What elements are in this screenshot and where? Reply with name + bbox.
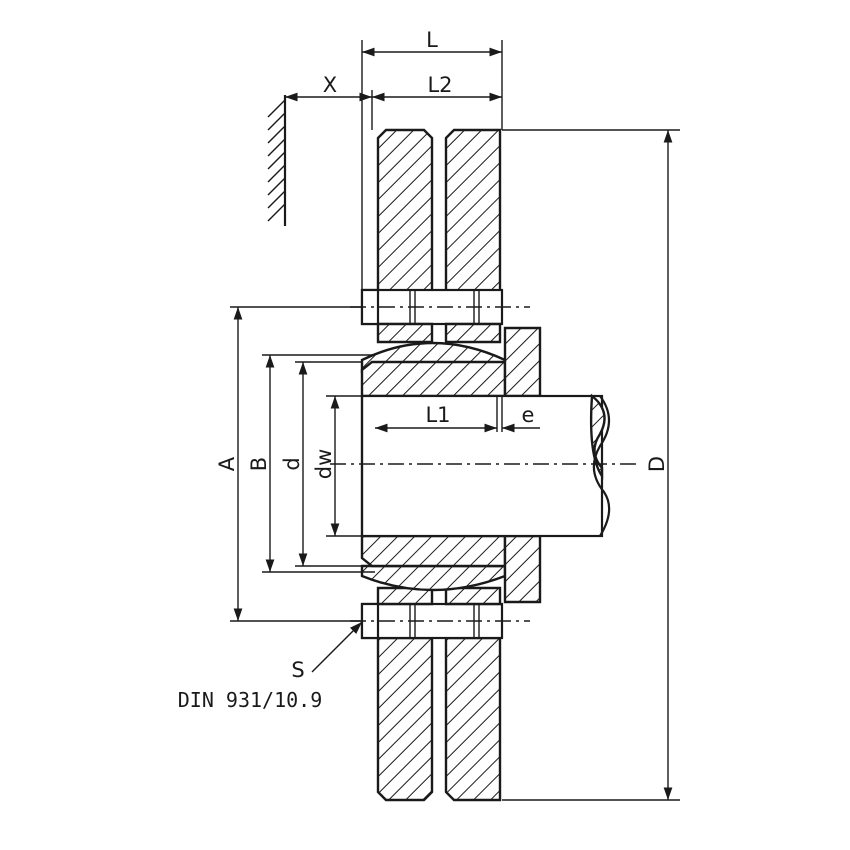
dim-label-X: X — [323, 73, 337, 97]
lower-sprocket-discs — [376, 636, 502, 802]
upper-sprocket-discs — [376, 128, 502, 294]
extension-lines — [230, 40, 680, 801]
lower-friction-ring — [360, 564, 507, 606]
dim-label-D: D — [645, 456, 669, 472]
dim-label-S: S — [291, 658, 304, 682]
dim-label-L2: L2 — [427, 73, 452, 97]
wall — [267, 95, 287, 226]
dim-label-L: L — [426, 28, 438, 52]
dim-label-dw: dw — [312, 449, 336, 480]
dimension-lines — [233, 47, 673, 800]
bolt-spec-label: DIN 931/10.9 — [178, 688, 323, 712]
dim-label-B: B — [247, 457, 271, 471]
dim-label-L1: L1 — [425, 403, 450, 427]
dim-label-d: d — [280, 457, 304, 470]
dim-label-e: e — [522, 403, 535, 427]
shaft — [360, 393, 611, 538]
dim-label-A: A — [215, 456, 239, 471]
